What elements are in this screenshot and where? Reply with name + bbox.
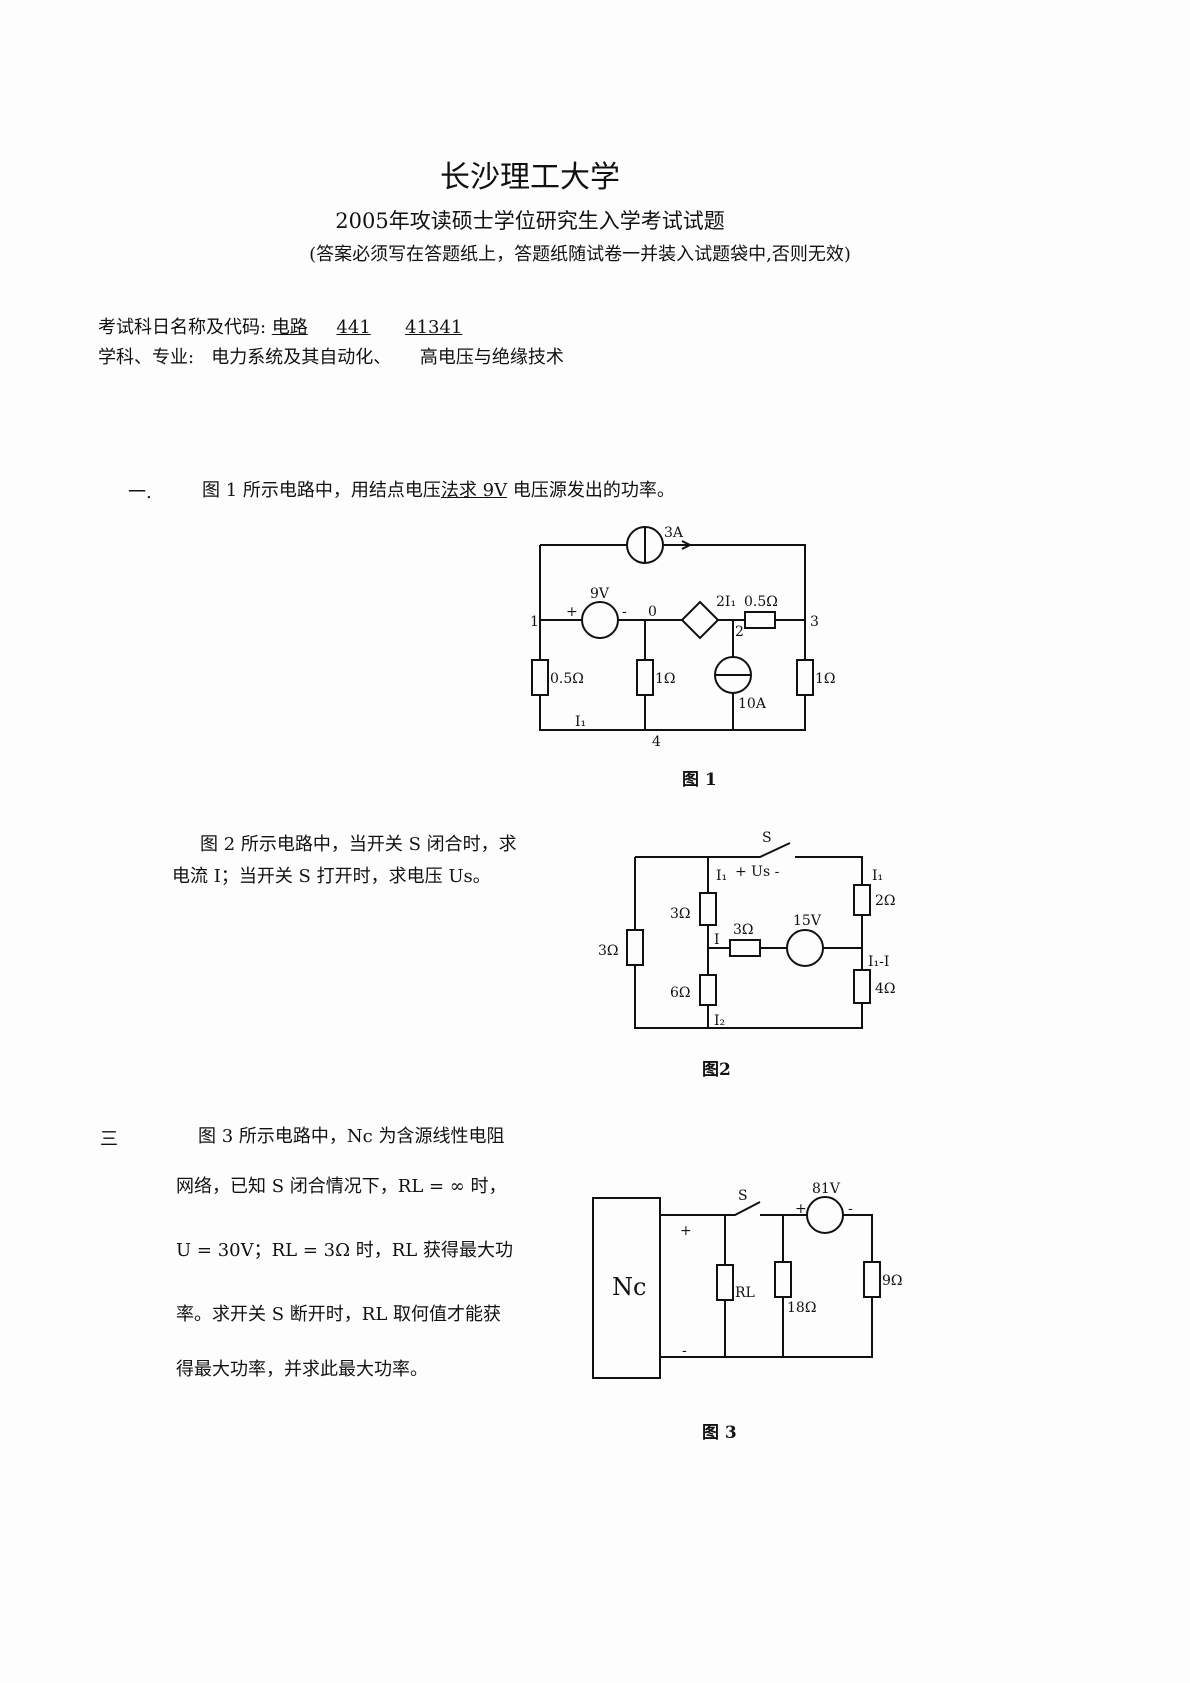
label: 3A bbox=[664, 525, 684, 541]
label: 1Ω bbox=[655, 671, 676, 687]
exam-title: 2005年攻读硕士学位研究生入学考试试题 bbox=[335, 209, 725, 233]
figure-2: S + Us - I₁ 3Ω 3Ω 3Ω 15V I 6Ω I₂ I₁ 2Ω I… bbox=[598, 830, 896, 1029]
fig2-caption: 图2 bbox=[702, 1060, 731, 1080]
resistor-3-mid bbox=[699, 892, 717, 926]
label: 1 bbox=[530, 614, 539, 630]
label: 2 bbox=[735, 624, 744, 640]
label: S bbox=[738, 1188, 748, 1204]
resistor-0.5-left bbox=[531, 659, 549, 696]
resistor-1-mid bbox=[636, 659, 654, 696]
fig3-wires bbox=[660, 1201, 873, 1358]
q3-line5: 得最大功率，并求此最大功率。 bbox=[176, 1359, 428, 1380]
subject-name: 电路 bbox=[271, 317, 308, 338]
label: I₁ bbox=[575, 714, 586, 730]
label: + bbox=[566, 604, 578, 620]
fig2-wires bbox=[634, 842, 863, 1029]
label: 2Ω bbox=[875, 893, 896, 909]
major-1: 电力系统及其自动化、 bbox=[211, 347, 392, 368]
label: 9V bbox=[590, 586, 610, 602]
resistor-3-left bbox=[626, 929, 644, 966]
label: 0.5Ω bbox=[550, 671, 584, 687]
q3-line2: 网络，已知 S 闭合情况下，RL = ∞ 时， bbox=[176, 1176, 507, 1197]
subject-code: 441 bbox=[336, 317, 371, 338]
exam-note: (答案必须写在答题纸上，答题纸随试卷一并装入试题袋中,否则无效) bbox=[309, 244, 851, 265]
q2-line2: 电流 I；当开关 S 打开时，求电压 Us。 bbox=[172, 866, 491, 887]
q3-line1: 图 3 所示电路中，Nc 为含源线性电阻 bbox=[198, 1126, 505, 1147]
network-nc bbox=[592, 1197, 661, 1379]
fig1-caption: 图 1 bbox=[682, 770, 717, 790]
label: 10A bbox=[738, 696, 767, 712]
arrow-icon bbox=[681, 540, 691, 550]
resistor-18 bbox=[774, 1261, 792, 1298]
label: 2I₁ bbox=[716, 594, 736, 610]
q1-text-u: 法求 9V bbox=[440, 480, 508, 501]
label: I bbox=[714, 932, 720, 948]
resistor-0.5-top bbox=[744, 611, 776, 629]
label: 9Ω bbox=[882, 1273, 903, 1289]
label: Nc bbox=[612, 1273, 646, 1301]
q3-line4: 率。求开关 S 断开时，RL 取何值才能获 bbox=[176, 1304, 502, 1325]
subject-line: 考试科日名称及代码: 电路 441 41341 bbox=[98, 313, 462, 339]
label: 3 bbox=[810, 614, 819, 630]
label: 4 bbox=[652, 734, 661, 750]
label: RL bbox=[735, 1285, 755, 1301]
label: 3Ω bbox=[733, 922, 754, 938]
resistor-6 bbox=[699, 974, 717, 1006]
label: 81V bbox=[812, 1181, 841, 1197]
major-label: 学科、专业: bbox=[98, 347, 195, 368]
voltage-source-15v bbox=[786, 929, 824, 967]
label: + bbox=[795, 1201, 807, 1217]
label: 1Ω bbox=[815, 671, 836, 687]
major-2: 高电压与绝缘技术 bbox=[419, 347, 564, 368]
voltage-source-9v bbox=[581, 601, 619, 639]
label: 4Ω bbox=[875, 981, 896, 997]
resistor-1-right bbox=[796, 659, 814, 696]
label: 6Ω bbox=[670, 985, 691, 1001]
label: + bbox=[680, 1223, 692, 1239]
resistor-3-horiz bbox=[729, 939, 761, 957]
q1-text: 图 1 所示电路中，用结点电压法求 9V 电压源发出的功率。 bbox=[202, 476, 675, 502]
subject-label: 考试科日名称及代码: bbox=[98, 317, 267, 338]
label: I₂ bbox=[714, 1013, 725, 1029]
q1-number: 一. bbox=[128, 482, 152, 503]
label: I₁ bbox=[872, 868, 883, 884]
q3-line3: U = 30V；RL = 3Ω 时，RL 获得最大功 bbox=[176, 1240, 513, 1261]
figure-1: 3A 9V + - 0 2I₁ 0.5Ω 1 2 3 4 0.5Ω 1Ω 1Ω … bbox=[530, 525, 836, 750]
q2-line1: 图 2 所示电路中，当开关 S 闭合时，求 bbox=[200, 834, 517, 855]
label: 15V bbox=[793, 913, 822, 929]
voltage-source-81v bbox=[806, 1196, 844, 1234]
label: I₁-I bbox=[868, 954, 889, 970]
subject-code2: 41341 bbox=[405, 317, 463, 338]
q1-text-b: 电压源发出的功率。 bbox=[507, 480, 675, 501]
major-line: 学科、专业: 电力系统及其自动化、 高电压与绝缘技术 bbox=[98, 343, 564, 369]
label: - bbox=[622, 604, 627, 620]
label: 18Ω bbox=[787, 1300, 816, 1316]
label: 0.5Ω bbox=[744, 594, 778, 610]
resistor-9 bbox=[863, 1261, 881, 1298]
resistor-2 bbox=[853, 884, 871, 916]
q3-number: 三 bbox=[100, 1129, 118, 1150]
resistor-rl bbox=[716, 1264, 734, 1301]
fig1-wires bbox=[539, 544, 806, 731]
label: - bbox=[848, 1201, 853, 1217]
label: S bbox=[762, 830, 772, 846]
resistor-4 bbox=[853, 969, 871, 1004]
label: 0 bbox=[648, 604, 657, 620]
label: + Us - bbox=[735, 864, 780, 880]
university-title: 长沙理工大学 bbox=[440, 160, 620, 195]
label: 3Ω bbox=[670, 906, 691, 922]
label: 3Ω bbox=[598, 943, 619, 959]
q1-text-a: 图 1 所示电路中，用结点电压 bbox=[202, 480, 441, 501]
label: I₁ bbox=[716, 868, 727, 884]
figure-3: Nc S 81V + - + - RL 18Ω 9Ω bbox=[592, 1181, 903, 1379]
dependent-source bbox=[680, 600, 720, 640]
fig3-caption: 图 3 bbox=[702, 1423, 737, 1443]
label: - bbox=[682, 1343, 687, 1359]
